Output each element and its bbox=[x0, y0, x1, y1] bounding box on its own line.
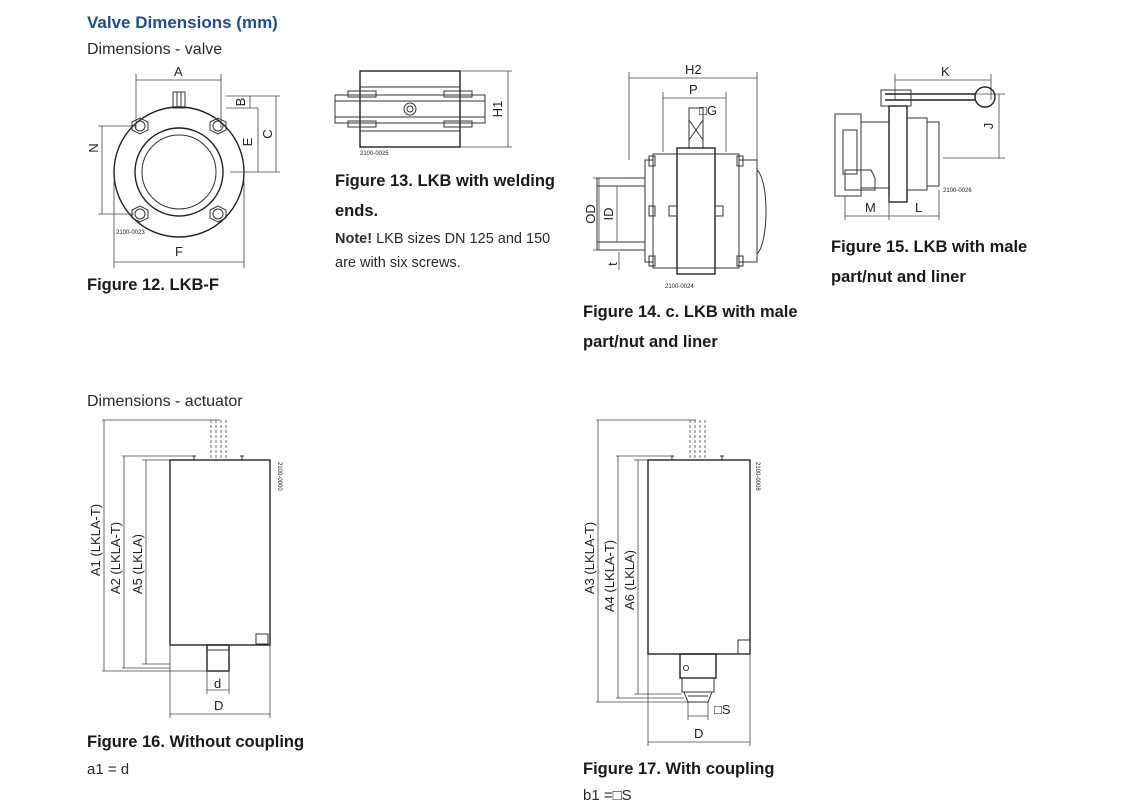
figure-14-drawing: H2 P □G OD ID t 2100-0024 bbox=[583, 62, 767, 290]
figure-16-caption: Figure 16. Without coupling bbox=[87, 733, 305, 751]
figure-15-caption-line2: part/nut and liner bbox=[831, 268, 966, 286]
fig12-label-b: B bbox=[233, 98, 248, 107]
fig17-label-a6: A6 (LKLA) bbox=[622, 550, 637, 610]
figure-16-formula: a1 = d bbox=[87, 761, 130, 778]
note-label: Note! bbox=[335, 231, 373, 247]
fig15-label-j: J bbox=[981, 123, 996, 130]
figure-13-caption-line2: ends. bbox=[335, 202, 379, 220]
fig17-label-a3: A3 (LKLA-T) bbox=[582, 522, 597, 594]
figure-13-note-text: LKB sizes DN 125 and 150 bbox=[372, 231, 551, 247]
fig14-label-t: t bbox=[605, 262, 620, 266]
fig14-label-od: OD bbox=[583, 204, 598, 224]
figure-12-caption: Figure 12. LKB-F bbox=[87, 276, 220, 294]
fig16-label-a2: A2 (LKLA-T) bbox=[108, 522, 123, 594]
figure-12-drawing: A B E C N F 2100-0023 bbox=[86, 64, 280, 268]
fig16-label-d-large: D bbox=[214, 698, 223, 713]
figure-15-caption-line1: Figure 15. LKB with male bbox=[831, 238, 1028, 256]
fig12-label-e: E bbox=[240, 137, 255, 146]
actuator-dimensions-subheading: Dimensions - actuator bbox=[87, 393, 243, 410]
figure-14-caption-line1: Figure 14. c. LKB with male bbox=[583, 303, 798, 321]
fig12-label-c: C bbox=[260, 129, 275, 138]
fig17-label-a4: A4 (LKLA-T) bbox=[602, 540, 617, 612]
page-title: Valve Dimensions (mm) bbox=[87, 13, 278, 32]
valve-dimensions-subheading: Dimensions - valve bbox=[87, 41, 223, 58]
fig14-label-g: □G bbox=[699, 103, 717, 118]
fig12-label-a: A bbox=[174, 64, 183, 79]
figure-13-note-line1: Note! LKB sizes DN 125 and 150 bbox=[335, 227, 550, 251]
figure-17-caption: Figure 17. With coupling bbox=[583, 760, 775, 778]
figure-17-formula: b1 =□S bbox=[583, 787, 632, 804]
figure-14-caption-line2: part/nut and liner bbox=[583, 333, 718, 351]
fig12-label-n: N bbox=[86, 143, 101, 152]
fig16-label-a5: A5 (LKLA) bbox=[130, 534, 145, 594]
fig17-drawing-code: 2100-0008 bbox=[754, 462, 760, 491]
fig16-drawing-code: 2100-0000 bbox=[276, 462, 282, 491]
fig14-label-id: ID bbox=[601, 208, 616, 221]
fig13-label-h1: H1 bbox=[490, 101, 505, 118]
fig12-label-f: F bbox=[175, 244, 183, 259]
fig14-label-p: P bbox=[689, 82, 698, 97]
figure-16-drawing: A1 (LKLA-T) A2 (LKLA-T) A5 (LKLA) d D 21… bbox=[88, 419, 282, 718]
fig12-drawing-code: 2100-0023 bbox=[116, 230, 145, 236]
fig15-label-m: M bbox=[865, 200, 876, 215]
fig16-label-a1: A1 (LKLA-T) bbox=[88, 504, 103, 576]
figure-15-drawing: K J M L 2100-0026 bbox=[834, 64, 1005, 220]
fig13-drawing-code: 2100-0025 bbox=[360, 151, 389, 157]
figure-17-drawing: A3 (LKLA-T) A4 (LKLA-T) A6 (LKLA) □S D 2… bbox=[582, 419, 760, 746]
fig17-label-s: □S bbox=[714, 702, 731, 717]
fig17-label-d-large: D bbox=[694, 726, 703, 741]
fig15-label-k: K bbox=[941, 64, 950, 79]
figure-13-caption-line1: Figure 13. LKB with welding bbox=[335, 172, 556, 190]
fig15-drawing-code: 2100-0026 bbox=[943, 188, 972, 194]
fig16-label-d-small: d bbox=[214, 676, 221, 691]
fig15-label-l: L bbox=[915, 200, 922, 215]
figure-13-note-line2: are with six screws. bbox=[335, 255, 461, 271]
fig14-drawing-code: 2100-0024 bbox=[665, 284, 694, 290]
fig14-label-h2: H2 bbox=[685, 62, 702, 77]
figure-13-drawing: H1 2100-0025 bbox=[334, 70, 512, 157]
